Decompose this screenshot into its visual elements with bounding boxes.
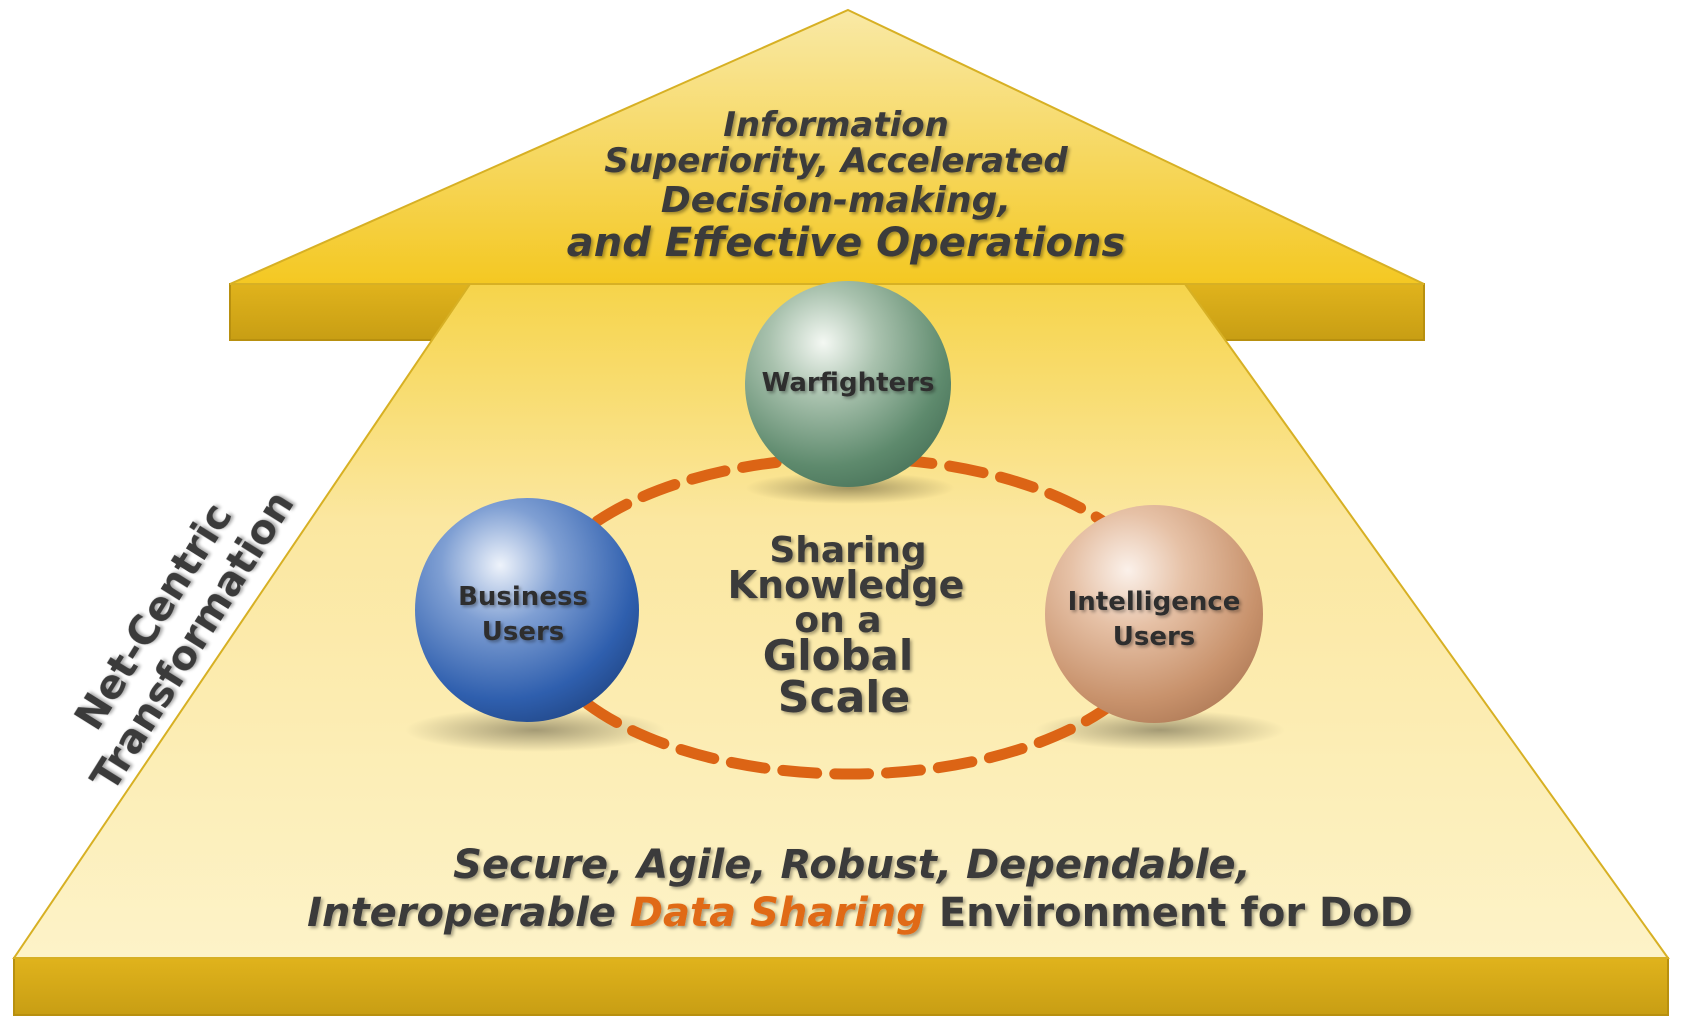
sphere-shadow-top — [745, 472, 955, 504]
center-line-2: Knowledge — [728, 563, 965, 607]
footer-text: Secure, Agile, Robust, Dependable, Inter… — [307, 842, 1413, 936]
footer-line-2-part-1: Interoperable — [307, 890, 630, 936]
header-line-4: and Effective Operations — [567, 220, 1126, 266]
sphere-business-users: Business Users — [415, 498, 639, 722]
intelligence-users-sphere — [1045, 505, 1263, 723]
footer-highlight: Data Sharing — [630, 890, 925, 936]
footer-line-2: Interoperable Data Sharing Environment f… — [307, 890, 1413, 936]
center-line-4: Global — [763, 631, 914, 680]
center-line-5: Scale — [778, 672, 910, 723]
arrow-header-text: Information Superiority, Accelerated Dec… — [567, 105, 1126, 266]
header-line-2: Superiority, Accelerated — [604, 141, 1068, 181]
business-users-sphere — [415, 498, 639, 722]
sphere-intelligence-users: Intelligence Users — [1045, 505, 1263, 723]
business-users-label-2: Users — [482, 617, 565, 647]
footer-line-2-part-3: Environment for DoD — [925, 890, 1413, 936]
sphere-warfighters: Warfighters — [745, 281, 951, 487]
header-line-3: Decision-making, — [661, 180, 1011, 221]
center-line-1: Sharing — [769, 530, 926, 571]
arrow-head-right-edge — [1183, 283, 1425, 341]
pyramid-base-edge — [13, 957, 1669, 1016]
warfighters-label: Warfighters — [762, 368, 935, 398]
header-line-1: Information — [723, 105, 949, 145]
intelligence-users-label-1: Intelligence — [1068, 587, 1241, 617]
arrow-head-left-edge — [229, 283, 472, 341]
intelligence-users-label-2: Users — [1113, 622, 1196, 652]
business-users-label-1: Business — [458, 582, 588, 612]
warfighters-sphere — [745, 281, 951, 487]
center-line-3: on a — [794, 600, 881, 641]
footer-line-1: Secure, Agile, Robust, Dependable, — [453, 842, 1251, 888]
center-text: Sharing Knowledge on a Global Scale — [728, 530, 965, 723]
